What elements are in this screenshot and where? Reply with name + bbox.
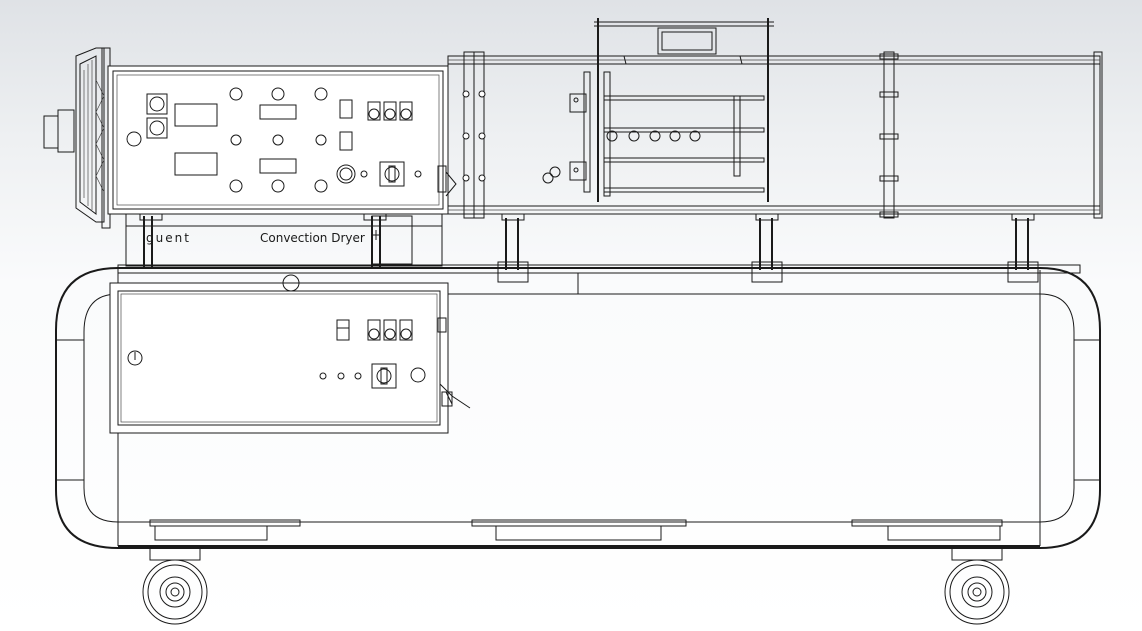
drying-chamber: [447, 51, 1103, 219]
fan-housing: [43, 47, 111, 229]
brand-label: guent: [146, 231, 191, 245]
chamber-support-legs: [497, 213, 1039, 283]
upper-control-panel: [107, 65, 457, 215]
product-label: Convection Dryer: [260, 231, 365, 245]
lower-control-cabinet: [109, 274, 471, 434]
caster-wheel-left: [142, 545, 208, 625]
caster-wheel-right: [944, 545, 1010, 625]
base-tube-frame: [55, 264, 1101, 549]
bottom-rail: [118, 519, 1040, 547]
tray-rack: [594, 18, 774, 202]
